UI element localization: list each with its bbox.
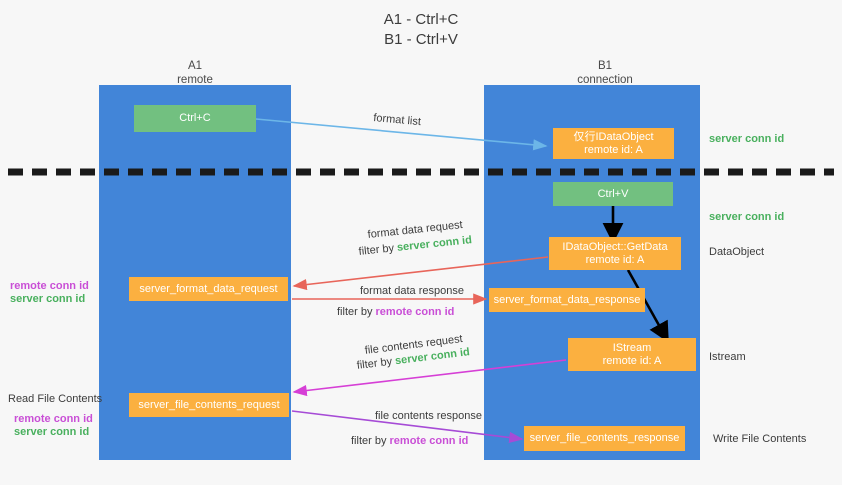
filter-value-remote-conn-id-2: remote conn id <box>389 435 469 447</box>
box-idataobject-line1: 仅行IDataObject <box>573 130 654 143</box>
box-istream[interactable]: IStream remote id: A <box>568 338 696 371</box>
title-line-1: A1 - Ctrl+C <box>383 11 459 28</box>
filter-prefix-2: filter by <box>337 306 376 318</box>
box-getdata-line2: remote id: A <box>585 253 645 266</box>
right-label-dataobject: DataObject <box>709 246 765 258</box>
box-server-file-contents-response[interactable]: server_file_contents_response <box>524 426 685 451</box>
label-file-contents-response-filter: filter by remote conn id <box>351 434 468 448</box>
right-label-server-conn-id-mid: server conn id <box>709 211 785 223</box>
box-server-format-data-response[interactable]: server_format_data_response <box>489 288 645 312</box>
box-idataobject[interactable]: 仅行IDataObject remote id: A <box>553 128 674 159</box>
lane-header-b1-name: B1 <box>597 60 613 72</box>
left-label-remote-conn-id-1: remote conn id <box>10 280 89 292</box>
box-server-file-contents-request-label: server_file_contents_request <box>138 398 280 411</box>
box-server-file-contents-request[interactable]: server_file_contents_request <box>129 393 289 417</box>
box-ctrl-v-label: Ctrl+V <box>597 187 629 200</box>
page-title: A1 - Ctrl+C B1 - Ctrl+V <box>0 10 842 50</box>
box-server-format-data-request-label: server_format_data_request <box>139 282 278 295</box>
filter-prefix-3: filter by <box>356 355 396 372</box>
title-line-2: B1 - Ctrl+V <box>384 31 458 48</box>
box-ctrl-c-label: Ctrl+C <box>179 112 211 124</box>
box-ctrl-v[interactable]: Ctrl+V <box>553 182 673 206</box>
left-label-read-file-contents: Read File Contents <box>8 393 103 405</box>
lane-header-a1-name: A1 <box>187 60 203 72</box>
label-format-data-response-filter: filter by remote conn id <box>337 305 454 319</box>
left-label-server-conn-id-2: server conn id <box>14 426 90 438</box>
lane-header-b1: B1 connection <box>525 59 685 87</box>
box-server-format-data-request[interactable]: server_format_data_request <box>129 277 288 301</box>
label-format-list: format list <box>372 111 422 129</box>
box-getdata-line1: IDataObject::GetData <box>562 240 668 253</box>
label-format-data-response: format data response <box>360 285 464 297</box>
box-idataobject-line2: remote id: A <box>584 143 643 156</box>
right-label-write-file-contents: Write File Contents <box>713 433 807 445</box>
box-server-format-data-response-label: server_format_data_response <box>493 293 641 306</box>
filter-prefix-4: filter by <box>351 435 390 447</box>
label-file-contents-response: file contents response <box>375 410 483 422</box>
filter-prefix-1: filter by <box>358 241 398 258</box>
box-server-file-contents-response-label: server_file_contents_response <box>529 432 680 444</box>
box-idataobject-getdata[interactable]: IDataObject::GetData remote id: A <box>549 237 681 270</box>
left-label-server-conn-id-1: server conn id <box>10 293 86 305</box>
box-istream-line2: remote id: A <box>602 354 662 367</box>
lane-header-a1-sub: remote <box>177 74 213 86</box>
left-label-remote-conn-id-2: remote conn id <box>14 413 93 425</box>
lane-header-a1: A1 remote <box>115 59 275 87</box>
right-label-istream: Istream <box>709 351 746 363</box>
lane-header-b1-sub: connection <box>577 74 633 86</box>
box-ctrl-c[interactable]: Ctrl+C <box>134 105 256 132</box>
right-label-server-conn-id-top: server conn id <box>709 133 785 145</box>
box-istream-line1: IStream <box>612 341 652 354</box>
filter-value-remote-conn-id-1: remote conn id <box>375 306 455 318</box>
